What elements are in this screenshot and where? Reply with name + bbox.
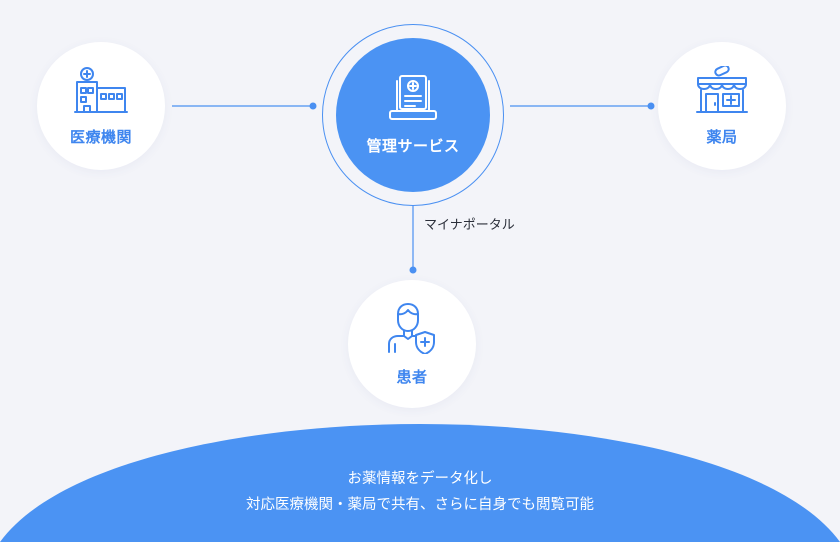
footer-text: お薬情報をデータ化し 対応医療機関・薬局で共有、さらに自身でも閲覧可能: [0, 466, 840, 518]
patient-shield-icon: [387, 302, 437, 358]
hospital-node: 医療機関: [37, 42, 165, 170]
patient-connector-dot: [409, 266, 417, 274]
hospital-connector-dot: [309, 102, 317, 110]
pharmacy-connector-dot: [647, 102, 655, 110]
footer-line-2: 対応医療機関・薬局で共有、さらに自身でも閲覧可能: [246, 497, 594, 513]
center-label: 管理サービス: [366, 136, 460, 155]
hospital-label: 医療機関: [69, 127, 132, 146]
pharmacy-node: 薬局: [658, 42, 786, 170]
center-node: 管理サービス: [336, 38, 490, 192]
portal-edge-label: マイナポータル: [424, 218, 515, 233]
medical-server-icon: [388, 74, 438, 125]
bottom-banner-arc: [0, 424, 840, 542]
patient-node: 患者: [348, 280, 476, 408]
patient-label: 患者: [396, 367, 428, 386]
pharmacy-store-icon: [695, 64, 749, 118]
hospital-icon: [73, 66, 129, 118]
pharmacy-label: 薬局: [706, 127, 738, 146]
footer-line-1: お薬情報をデータ化し: [347, 471, 493, 487]
